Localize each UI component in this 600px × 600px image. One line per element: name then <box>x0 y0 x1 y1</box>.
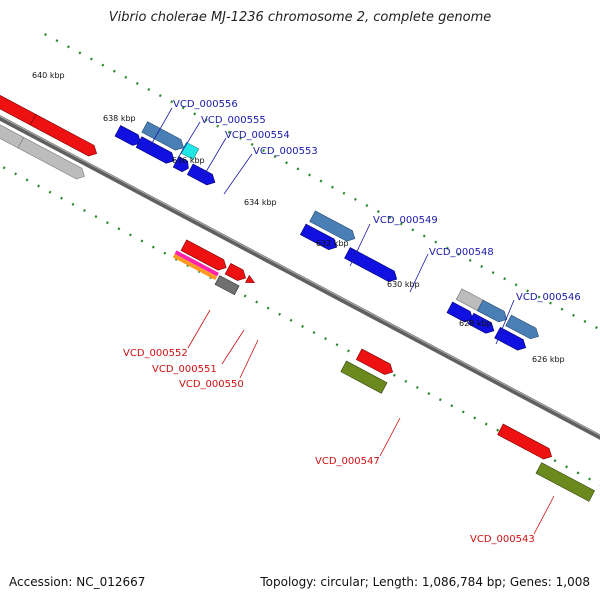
topology-text: Topology: circular; Length: 1,086,784 bp… <box>260 575 590 589</box>
gene-blue-3[interactable] <box>172 156 191 173</box>
genome-backbone <box>0 87 600 478</box>
gene-blue-7[interactable] <box>446 301 476 325</box>
gene-blue-5[interactable] <box>299 223 339 252</box>
gene-label-VCD_000546[interactable]: VCD_000546 <box>516 292 581 303</box>
scale-labels: 640 kbp 638 kbp 636 kbp 634 kbp 632 kbp … <box>32 71 565 364</box>
scale-label-638: 638 kbp <box>103 114 136 123</box>
gene-steel-4[interactable] <box>505 314 542 342</box>
gene-label-VCD_000556[interactable]: VCD_000556 <box>173 99 238 110</box>
gene-blue-4[interactable] <box>186 163 217 188</box>
gene-label-VCD_000555[interactable]: VCD_000555 <box>201 115 266 126</box>
gene-label-VCD_000552[interactable]: VCD_000552 <box>123 348 188 359</box>
gene-label-VCD_000551[interactable]: VCD_000551 <box>152 364 217 375</box>
gene-darkgray-1[interactable] <box>214 275 240 296</box>
gene-label-VCD_000553[interactable]: VCD_000553 <box>253 146 318 157</box>
gene-steel-3[interactable] <box>477 299 509 325</box>
scale-label-626: 626 kbp <box>532 355 565 364</box>
gene-magenta-1[interactable] <box>174 250 219 277</box>
scale-label-628: 628 kbp <box>459 319 492 328</box>
gene-label-VCD_000554[interactable]: VCD_000554 <box>225 130 290 141</box>
gene-red-2[interactable] <box>224 262 248 283</box>
scale-label-636: 636 kbp <box>172 156 205 165</box>
gene-label-VCD_000549[interactable]: VCD_000549 <box>373 215 438 226</box>
gene-gray-left-2[interactable] <box>17 136 87 181</box>
scale-label-630: 630 kbp <box>387 280 420 289</box>
scale-label-634: 634 kbp <box>244 198 277 207</box>
gene-blue-9[interactable] <box>494 326 529 353</box>
reverse-gene-labels[interactable]: VCD_000552 VCD_000551 VCD_000550 VCD_000… <box>123 348 535 545</box>
gene-olive-2[interactable] <box>535 462 595 502</box>
reverse-label-leaders <box>187 309 555 535</box>
gene-red-left-2[interactable] <box>29 114 99 158</box>
gene-label-VCD_000550[interactable]: VCD_000550 <box>179 379 244 390</box>
gene-label-VCD_000547[interactable]: VCD_000547 <box>315 456 380 467</box>
gene-red-4[interactable] <box>355 348 395 377</box>
gene-orange-1[interactable] <box>172 253 218 280</box>
scale-ticks-outer <box>44 33 600 374</box>
genome-title: Vibrio cholerae MJ-1236 chromosome 2, co… <box>108 10 492 25</box>
scale-label-632: 632 kbp <box>316 239 349 248</box>
gene-blue-1[interactable] <box>114 125 144 148</box>
forward-genes[interactable] <box>114 111 542 355</box>
gene-steel-2[interactable] <box>309 210 358 244</box>
reverse-genes[interactable] <box>162 238 600 503</box>
gene-blue-6[interactable] <box>344 247 400 285</box>
left-edge-genes[interactable] <box>0 81 99 182</box>
scale-label-640: 640 kbp <box>32 71 65 80</box>
gene-olive-1[interactable] <box>340 360 388 394</box>
gene-red-3[interactable] <box>245 274 257 286</box>
gene-blue-8[interactable] <box>467 312 497 336</box>
gene-red-5[interactable] <box>497 423 555 462</box>
forward-label-leaders <box>147 107 515 345</box>
forward-gene-labels[interactable]: VCD_000556 VCD_000555 VCD_000554 VCD_000… <box>173 99 581 303</box>
gene-blue-2[interactable] <box>135 136 177 166</box>
accession-text: Accession: NC_012667 <box>9 575 146 589</box>
gene-red-1[interactable] <box>180 239 229 273</box>
gene-label-VCD_000543[interactable]: VCD_000543 <box>470 534 535 545</box>
gene-steel-1[interactable] <box>141 121 186 153</box>
gene-label-VCD_000548[interactable]: VCD_000548 <box>429 247 494 258</box>
